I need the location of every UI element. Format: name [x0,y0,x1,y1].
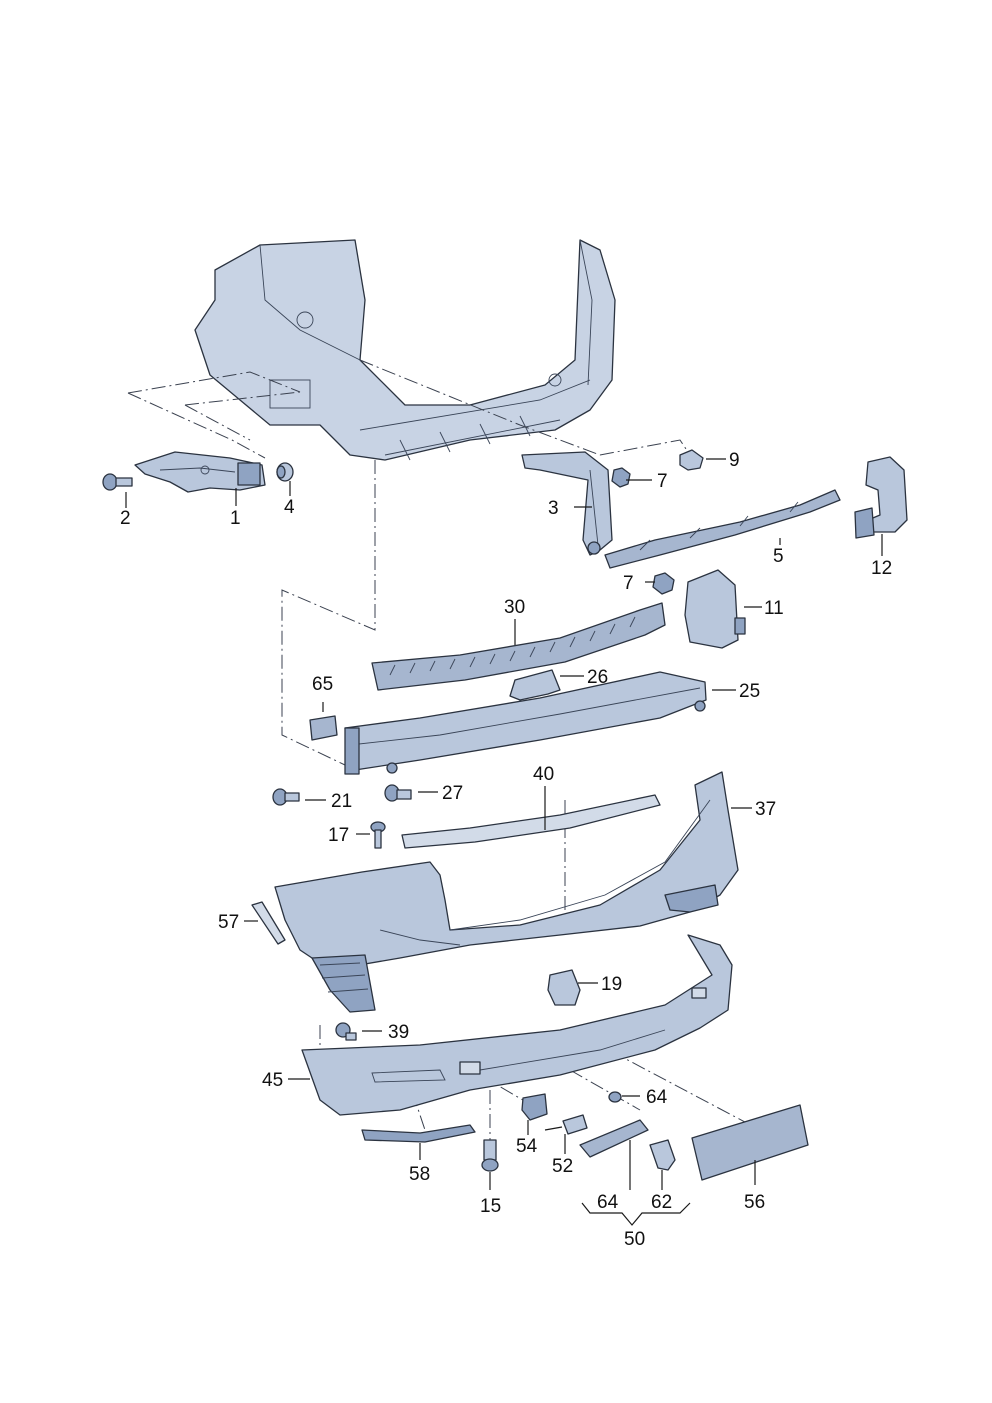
callout-64b: 64 [597,1192,619,1213]
callout-56: 56 [744,1192,765,1213]
callout-7b: 7 [623,573,634,594]
callout-1: 1 [230,508,241,529]
callout-52: 52 [552,1156,573,1177]
part-64-tow-cover [579,1119,649,1158]
callout-15: 15 [480,1196,501,1217]
part-39-screw [335,1022,357,1041]
callout-39: 39 [388,1022,409,1043]
callout-26: 26 [587,667,608,688]
callout-30: 30 [504,597,525,618]
rear-body-section [194,239,616,461]
part-7-nut-top [611,467,631,488]
part-52-cap [544,1114,588,1135]
callout-12: 12 [871,558,892,579]
part-30-energy-absorber [371,602,666,691]
callout-leaders [125,458,883,1226]
callout-4: 4 [284,497,295,518]
callout-45: 45 [262,1070,283,1091]
part-11-corner-bracket [684,569,746,649]
callout-54: 54 [516,1136,538,1157]
callout-21: 21 [331,791,352,812]
part-37-bumper-cover [274,771,739,1013]
part-3-vertical-bracket [521,451,613,556]
part-40-trim-strip [401,794,661,849]
callout-5: 5 [773,546,784,567]
part-1-side-bracket [134,451,266,493]
callout-19: 19 [601,974,622,995]
part-57-reflector [251,901,286,945]
callout-58: 58 [409,1164,430,1185]
callout-50: 50 [624,1229,645,1250]
part-4-clip [276,462,294,482]
part-21-bolt [272,788,300,806]
part-54-bracket [521,1093,548,1121]
part-19-clip [547,969,581,1006]
part-17-screw [370,821,386,849]
callout-labels: 1 2 3 4 5 7 7 9 11 12 15 17 19 21 25 26 … [120,450,892,1250]
callout-40: 40 [533,764,554,785]
callout-62: 62 [651,1192,672,1213]
part-64-washer [608,1091,622,1103]
part-9-clip [679,449,704,471]
part-12-end-bracket [854,456,908,539]
callout-11: 11 [764,598,784,619]
callout-2: 2 [120,508,131,529]
callout-7a: 7 [657,471,668,492]
part-15-bolt [481,1139,499,1172]
callout-3: 3 [548,498,559,519]
part-65-pad [309,715,338,741]
callout-17: 17 [328,825,349,846]
part-56-plate-bracket [691,1104,809,1181]
part-26-mounting-bracket [509,669,561,701]
part-27-bolt [384,784,412,802]
callout-57: 57 [218,912,239,933]
callout-27: 27 [442,783,463,804]
part-5-mounting-strip [604,489,841,569]
callout-9: 9 [729,450,740,471]
callout-25: 25 [739,681,760,702]
part-2-screw [102,473,133,491]
callout-65: 65 [312,674,333,695]
part-7-nut-bottom [652,572,675,595]
part-25-bumper-carrier [344,671,707,775]
part-62-tow-eye [649,1139,676,1171]
part-58-reflector-strip [361,1124,476,1143]
callout-37: 37 [755,799,776,820]
part-45-lower-diffuser [301,934,733,1116]
callout-64a: 64 [646,1087,668,1108]
